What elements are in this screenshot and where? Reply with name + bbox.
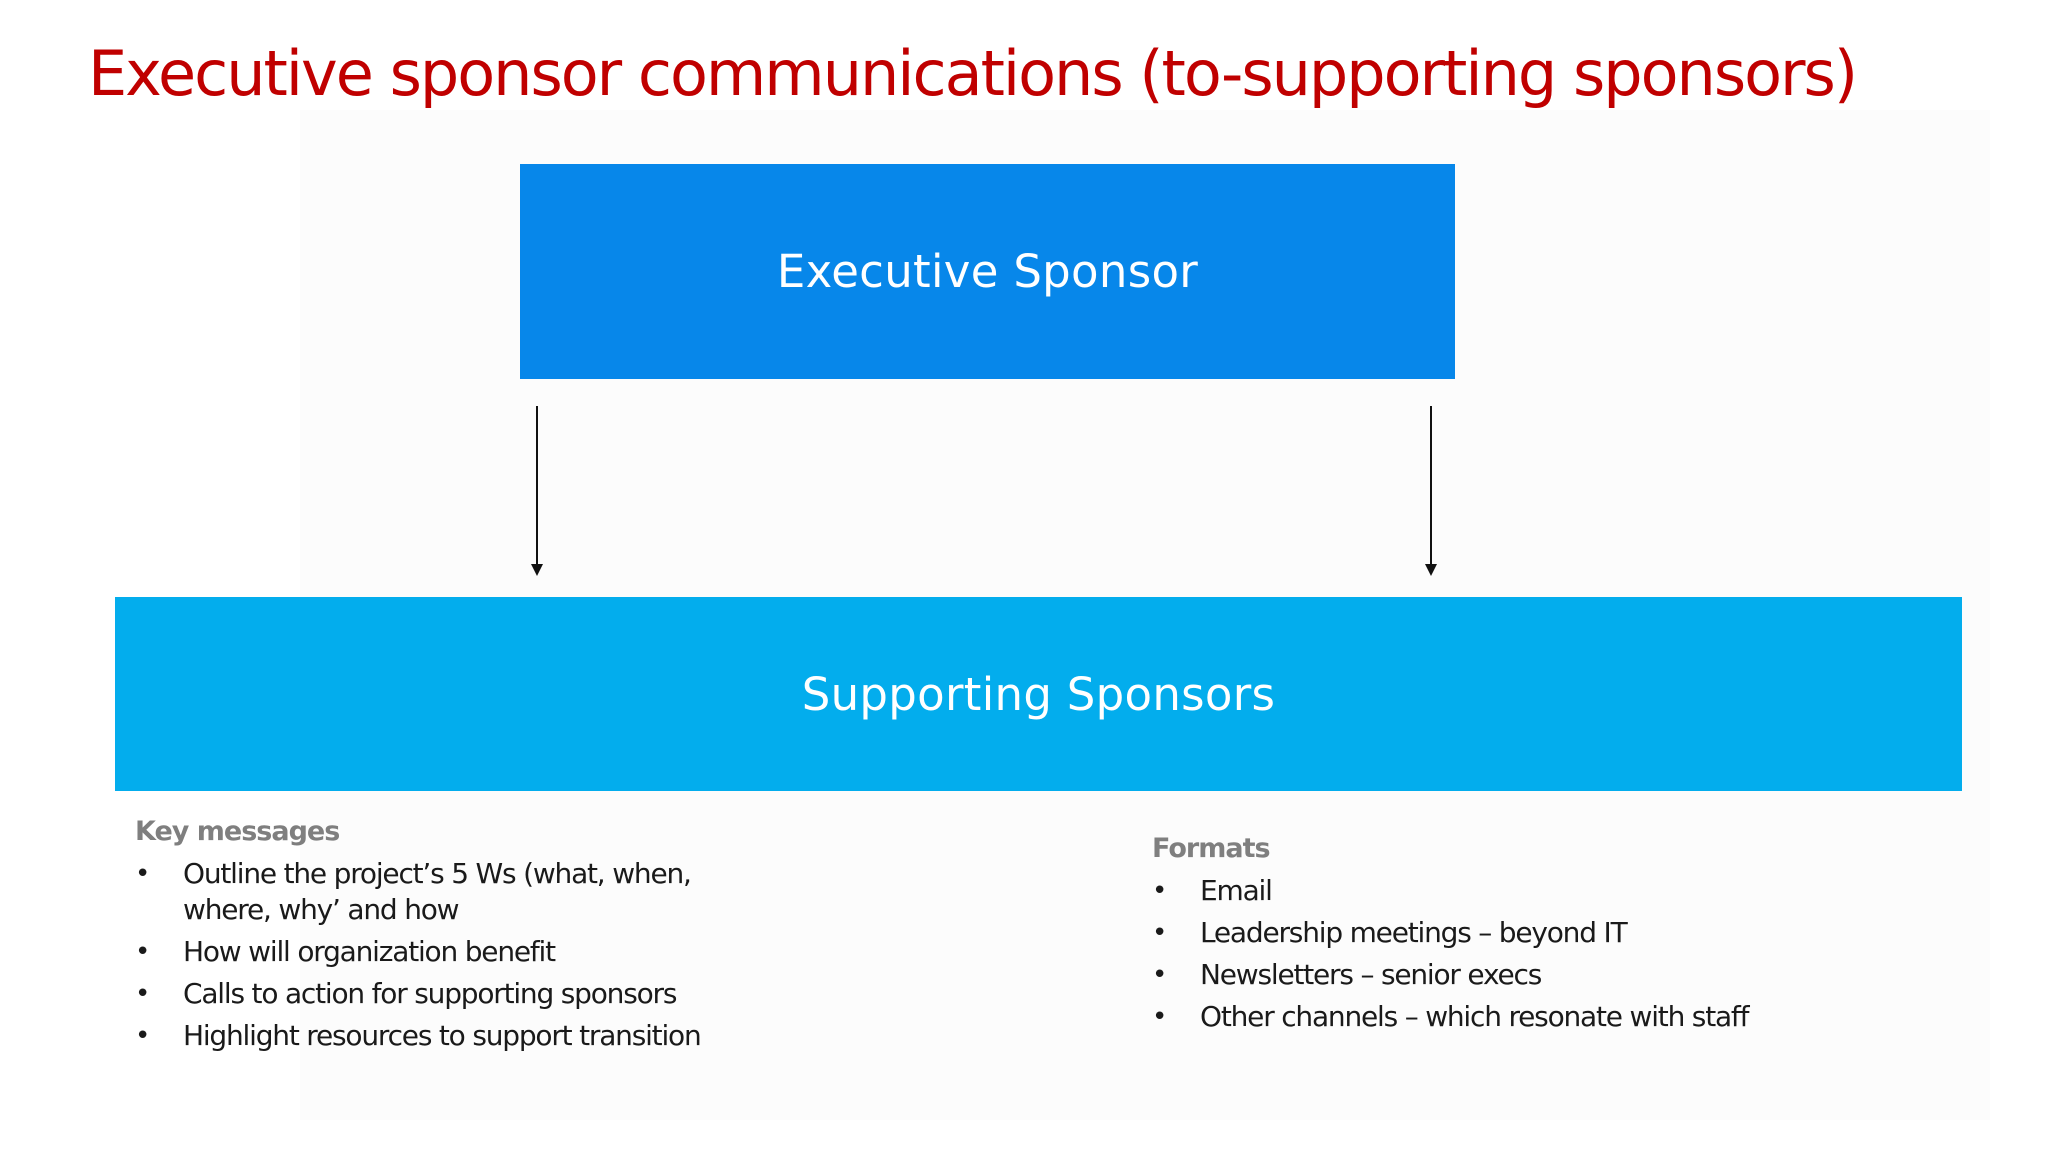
bullet-icon: •	[1152, 918, 1167, 948]
left-arrowhead	[531, 564, 543, 576]
bullet-icon: •	[1152, 1002, 1167, 1032]
key-message-text: Highlight resources to support transitio…	[183, 1019, 702, 1052]
formats-heading: Formats	[1152, 833, 1271, 864]
list-item: • Other channels – which resonate with s…	[1152, 999, 1852, 1035]
executive-sponsor-label: Executive Sponsor	[776, 245, 1199, 298]
right-arrowhead	[1425, 564, 1437, 576]
supporting-sponsors-label: Supporting Sponsors	[801, 667, 1276, 721]
bullet-icon: •	[135, 937, 150, 967]
list-item: • Calls to action for supporting sponsor…	[135, 976, 755, 1012]
formats-section: Formats • Email • Leadership meetings – …	[1152, 829, 1852, 1041]
bullet-icon: •	[135, 1021, 150, 1051]
key-messages-section: Key messages • Outline the project’s 5 W…	[135, 812, 755, 1060]
supporting-sponsors-box: Supporting Sponsors	[115, 597, 1962, 791]
list-item: • How will organization benefit	[135, 934, 755, 970]
key-messages-heading: Key messages	[135, 816, 340, 847]
list-item: • Highlight resources to support transit…	[135, 1018, 755, 1054]
formats-list: • Email • Leadership meetings – beyond I…	[1152, 873, 1852, 1035]
bullet-icon: •	[1152, 876, 1167, 906]
list-item: • Newsletters – senior execs	[1152, 957, 1852, 993]
format-text: Other channels – which resonate with sta…	[1200, 1000, 1749, 1033]
key-message-text: How will organization benefit	[183, 935, 556, 968]
format-text: Leadership meetings – beyond IT	[1200, 916, 1628, 949]
format-text: Newsletters – senior execs	[1200, 958, 1542, 991]
list-item: • Outline the project’s 5 Ws (what, when…	[135, 856, 755, 928]
key-messages-list: • Outline the project’s 5 Ws (what, when…	[135, 856, 755, 1054]
bullet-icon: •	[1152, 960, 1167, 990]
bullet-icon: •	[135, 859, 150, 889]
key-message-text: Outline the project’s 5 Ws (what, when, …	[183, 857, 692, 926]
list-item: • Leadership meetings – beyond IT	[1152, 915, 1852, 951]
bullet-icon: •	[135, 979, 150, 1009]
key-message-text: Calls to action for supporting sponsors	[183, 977, 677, 1010]
executive-sponsor-box: Executive Sponsor	[520, 164, 1455, 379]
list-item: • Email	[1152, 873, 1852, 909]
format-text: Email	[1200, 874, 1273, 907]
slide-title: Executive sponsor communications (to-sup…	[88, 37, 1858, 110]
